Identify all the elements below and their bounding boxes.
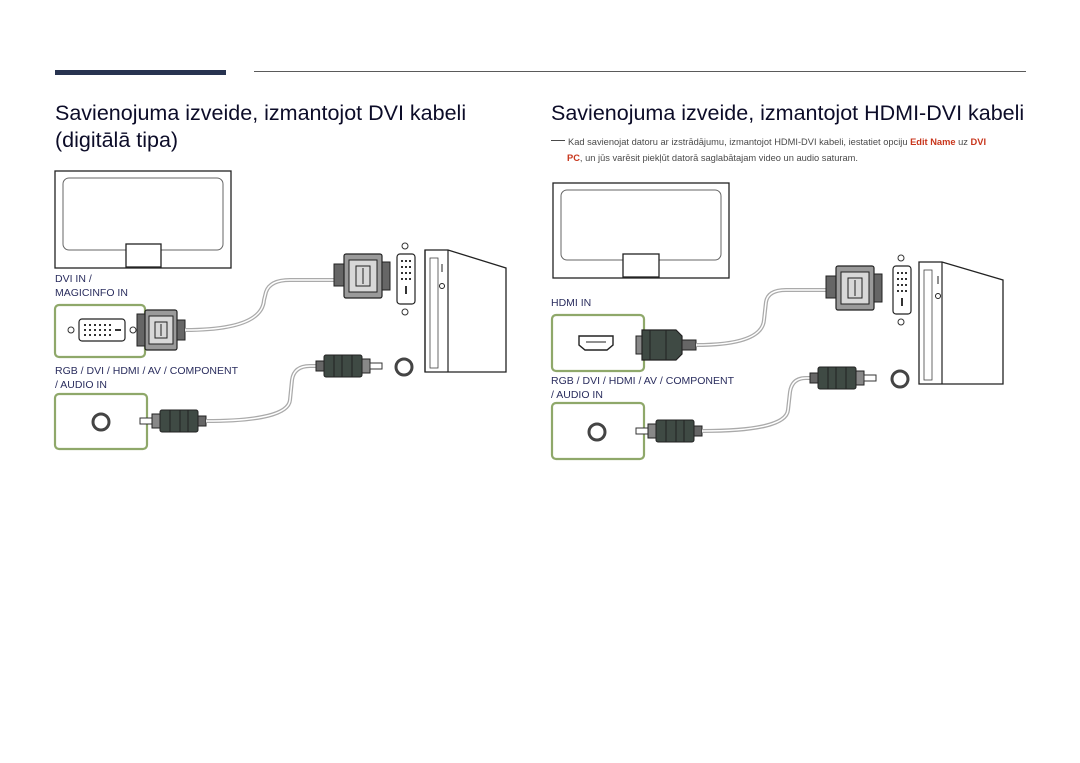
- left-monitor: [54, 170, 232, 269]
- left-dvi-port-frame: [53, 303, 147, 359]
- right-pc-tower: [918, 261, 1004, 385]
- right-monitor: [552, 182, 730, 279]
- left-section-title: Savienojuma izveide, izmantojot DVI kabe…: [55, 101, 467, 152]
- left-audio-port-frame: [53, 392, 149, 451]
- right-pc-audio-jack: [890, 369, 910, 389]
- note-line-2: PC, un jūs varēsit piekļūt datorā saglab…: [551, 151, 1031, 167]
- right-hdmi-port-frame: [550, 313, 646, 373]
- right-audio-in-label: RGB / DVI / HDMI / AV / COMPONENT / AUDI…: [551, 375, 734, 401]
- right-hdmi-plug: [635, 329, 697, 361]
- left-dvi-cable: [184, 278, 336, 332]
- hdmi-in-label: HDMI IN: [551, 297, 592, 309]
- right-audio-cable: [701, 376, 812, 433]
- left-pc-tower: [424, 249, 507, 373]
- note-option-edit-name: Edit Name: [910, 137, 956, 147]
- hdmi-dvi-note: Kad savienojat datoru ar izstrādājumu, i…: [551, 135, 1031, 166]
- left-dvi-plug-pc: [333, 253, 391, 299]
- right-hdmi-dvi-cable: [695, 288, 828, 347]
- note-dash: [551, 140, 565, 142]
- header-divider: [254, 71, 1026, 72]
- right-pc-dvi-socket: [892, 254, 912, 326]
- dvi-in-label: DVI IN / MAGICINFO IN: [55, 273, 128, 299]
- header-accent-bar: [55, 70, 226, 75]
- right-section-title: Savienojuma izveide, izmantojot HDMI-DVI…: [551, 101, 1025, 125]
- note-option-dvi: DVI: [970, 137, 987, 147]
- right-dvi-plug-pc: [825, 265, 883, 311]
- note-text-3: , un jūs varēsit piekļūt datorā saglabāt…: [579, 152, 858, 163]
- note-option-pc: PC: [567, 152, 580, 163]
- note-text-1: Kad savienojat datoru ar izstrādājumu, i…: [568, 137, 911, 147]
- left-audio-plug-pc: [315, 354, 383, 378]
- left-audio-in-label: RGB / DVI / HDMI / AV / COMPONENT / AUDI…: [55, 365, 238, 391]
- right-audio-plug-monitor: [635, 419, 703, 443]
- left-pc-dvi-socket: [396, 242, 416, 316]
- right-audio-port-frame: [550, 401, 646, 461]
- right-audio-plug-pc: [809, 366, 877, 390]
- note-text-2: uz: [955, 137, 971, 147]
- left-audio-cable: [205, 364, 318, 423]
- left-pc-audio-jack: [394, 357, 414, 377]
- left-audio-plug-monitor: [139, 409, 207, 433]
- left-dvi-plug-monitor: [136, 309, 186, 351]
